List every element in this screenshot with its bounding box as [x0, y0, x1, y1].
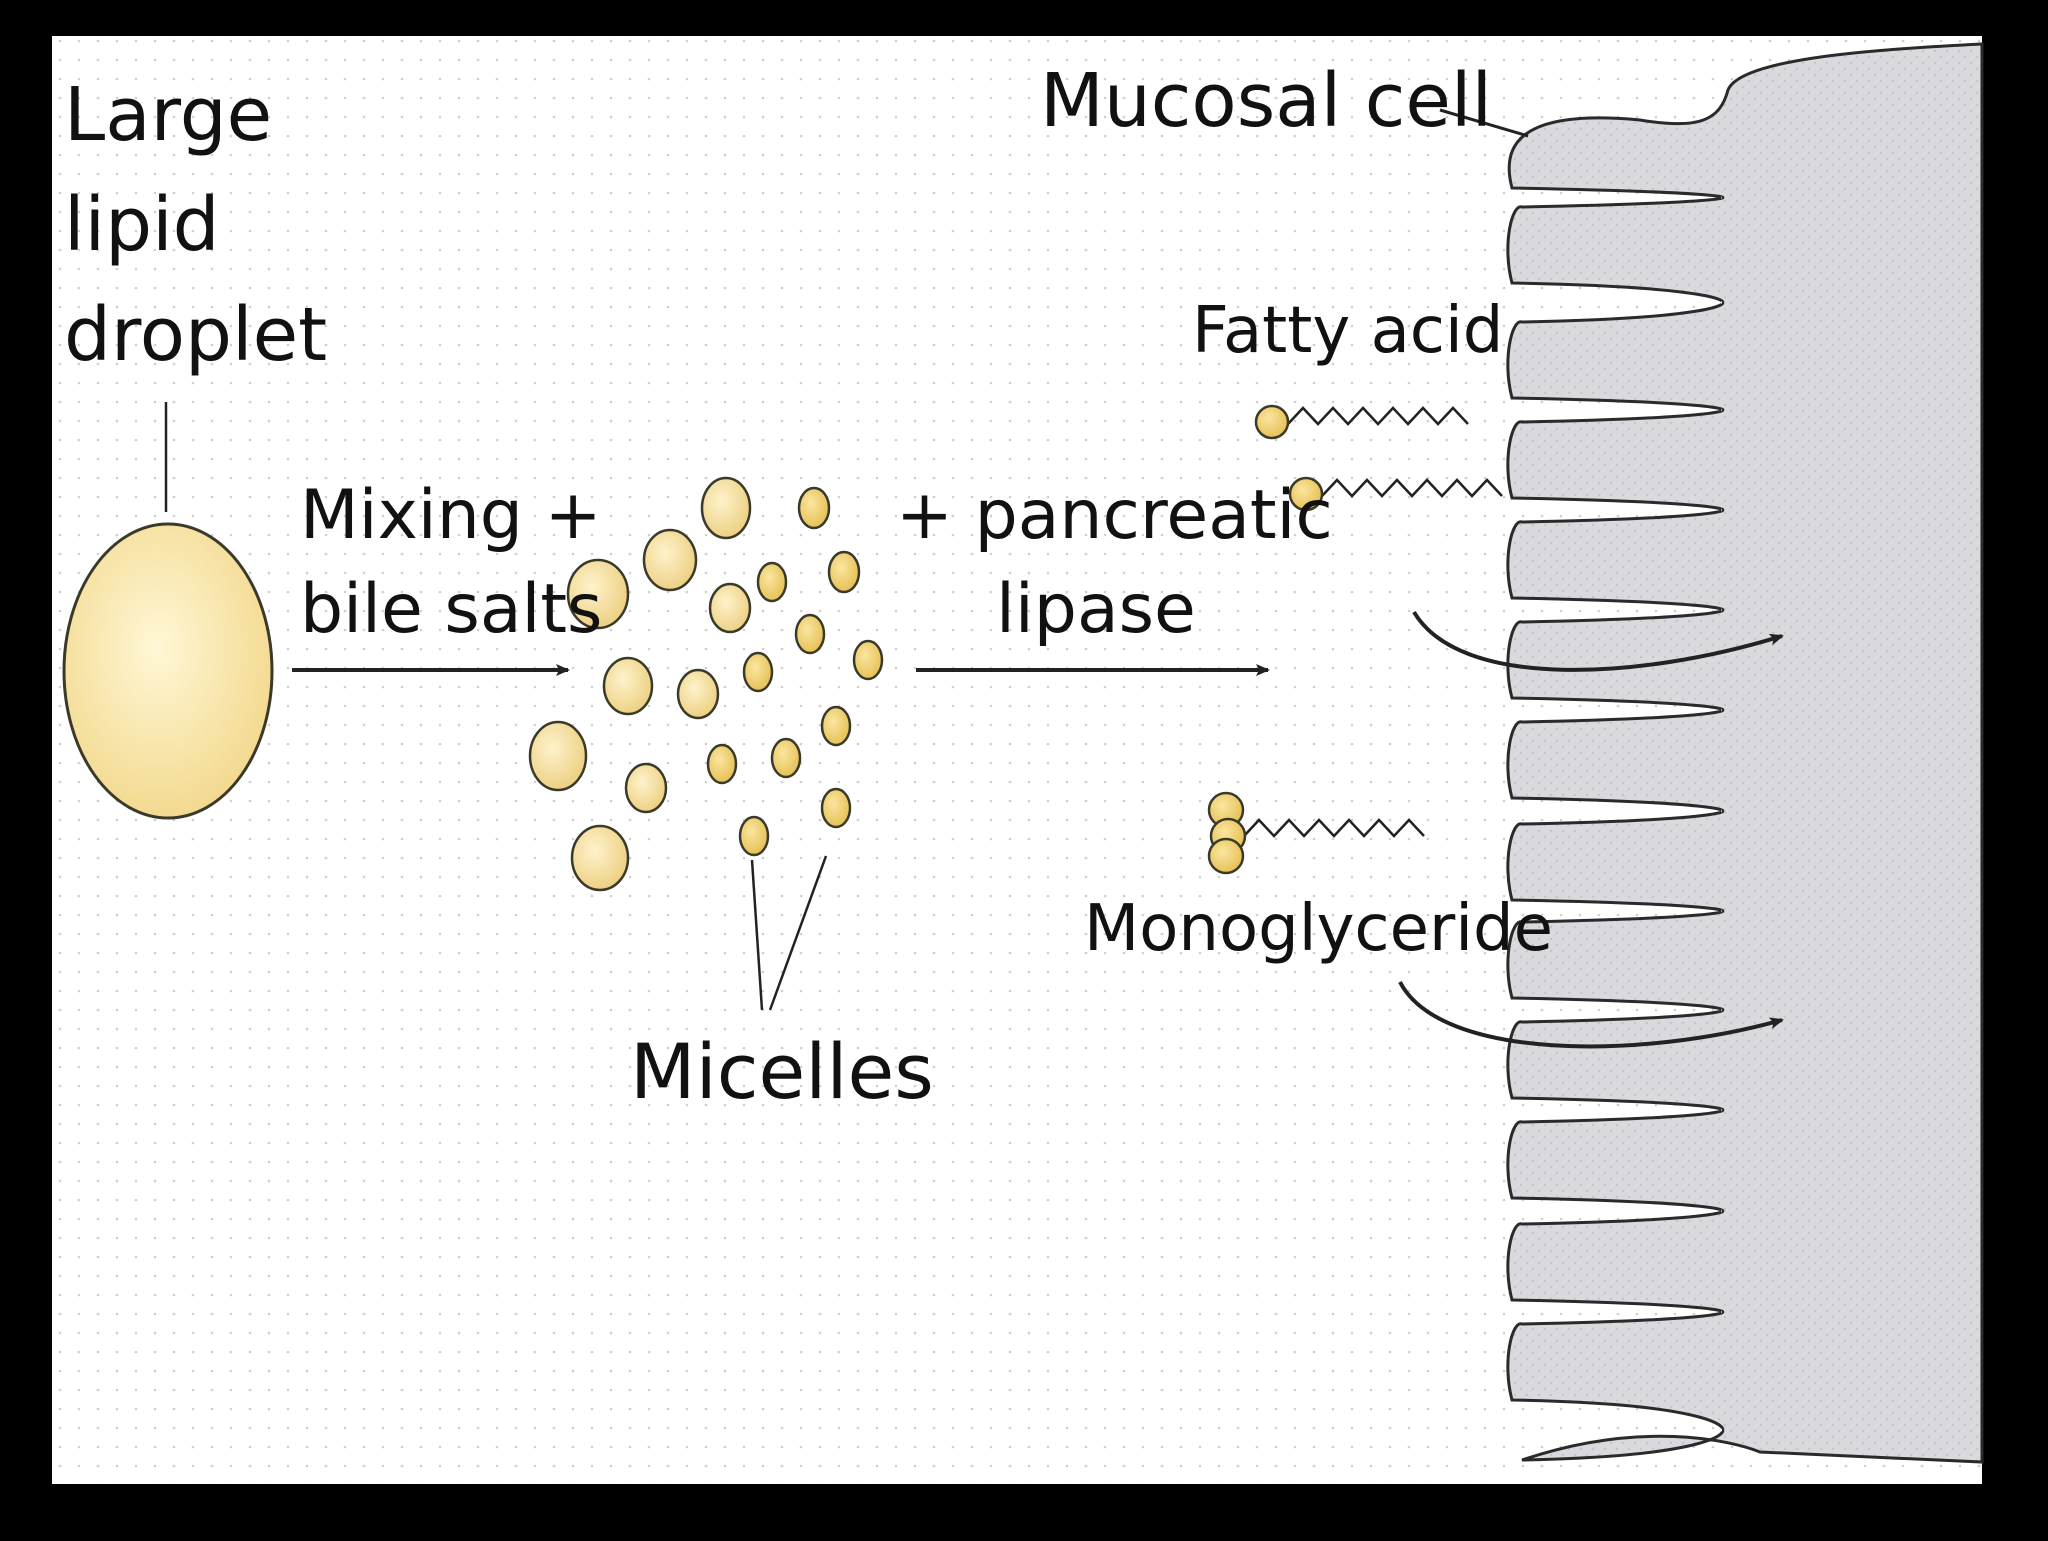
micelle-small [794, 613, 826, 655]
micelle-large [566, 558, 630, 630]
lipase-label-line-1: + pancreatic [896, 476, 1333, 555]
large-lipid-droplet [62, 522, 274, 820]
mucosal-cell-shape [1506, 42, 1984, 1464]
micelle-large [602, 656, 654, 716]
fatty-acid-head-1 [1254, 404, 1290, 440]
large-lipid-droplet-label-line-3: droplet [64, 292, 327, 378]
fatty-acid-absorption-arrow[interactable] [1412, 610, 1784, 672]
micelle-small [820, 787, 852, 829]
micelle-small [770, 737, 802, 779]
micelle-small [797, 486, 831, 530]
lipase-label-line-2: lipase [996, 570, 1196, 649]
fatty-acid-tail-2 [1321, 478, 1503, 498]
fatty-acid-label: Fatty acid [1192, 294, 1503, 368]
micelles-group [528, 476, 884, 892]
micelle-large [642, 528, 698, 592]
micelle-large [624, 762, 668, 814]
mixing-label-line-2: bile salts [300, 570, 602, 649]
monoglyceride-absorption-arrow[interactable] [1398, 981, 1784, 1049]
micelle-small [852, 639, 884, 681]
monoglyceride-label: Monoglyceride [1084, 892, 1553, 966]
mucosal-cell-label: Mucosal cell [1040, 58, 1492, 144]
fatty-acid-tail-1 [1287, 406, 1469, 426]
micelle-small [738, 815, 770, 857]
micelle-large [570, 824, 630, 892]
micelle-small [820, 705, 852, 747]
mucosal-cell-leader-line [1439, 108, 1529, 138]
micelle-large [708, 582, 752, 634]
monoglyceride-tail [1243, 818, 1425, 838]
micelle-small [827, 550, 861, 594]
micelles-leader-line-1 [750, 859, 764, 1011]
micelles-label: Micelles [630, 1027, 934, 1116]
micelle-large [676, 668, 720, 720]
micelle-small [706, 743, 738, 785]
large-lipid-droplet-label-line-2: lipid [64, 182, 220, 268]
fatty-acid-molecule-1 [1254, 404, 1469, 440]
mixing-label-line-1: Mixing + [300, 476, 602, 555]
micelle-large [700, 476, 752, 540]
monoglyceride-molecule [1207, 791, 1425, 875]
monoglyceride-head-3 [1207, 837, 1245, 875]
micelle-small [742, 651, 774, 693]
micelle-large [528, 720, 588, 792]
micelle-small [756, 561, 788, 603]
micelles-leader-line-2 [768, 855, 828, 1011]
fatty-acid-head-2 [1288, 476, 1324, 512]
large-lipid-droplet-label-line-1: Large [64, 72, 272, 158]
fatty-acid-molecule-2 [1288, 476, 1503, 512]
